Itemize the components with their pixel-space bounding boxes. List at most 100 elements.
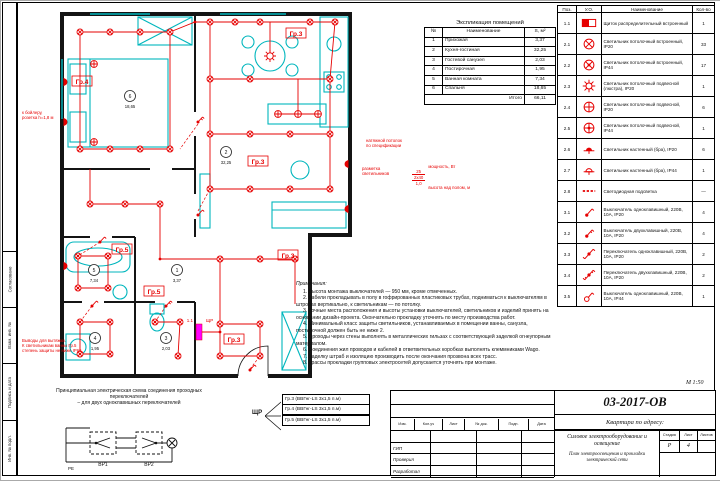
role-label: ГИП <box>391 442 431 454</box>
svg-text:3: 3 <box>165 336 168 342</box>
legend-symbol <box>576 12 602 35</box>
role-cell <box>431 454 477 466</box>
panel-name-label: ЩР <box>206 318 213 323</box>
sheet-label: Лист <box>680 431 698 440</box>
cable-row: Гр.5 (ВВГнг-LS 3х1,5 п.м) <box>282 414 370 426</box>
stamp-cell: Согласовано <box>3 251 16 307</box>
role-row: ГИП <box>391 442 554 455</box>
room-area: 1,95 <box>524 65 556 76</box>
note-item: 4. Минимальный класс защиты светильников… <box>296 321 528 334</box>
role-cell <box>477 454 522 466</box>
revision-header: Дата <box>537 422 546 426</box>
note-item: 5. Проходы через стены выполнять в метал… <box>296 334 551 347</box>
note-item: 6. Соединения жил проводов и кабелей в о… <box>303 347 540 354</box>
room-table-title: Экспликация помещений <box>456 20 524 26</box>
pendant-ip20-icon <box>583 101 595 112</box>
legend-name: Светильник потолочный подвесной, IP44 <box>601 117 693 140</box>
schematic-pe-label: PE <box>68 466 74 471</box>
pass-switch-1-icon <box>582 248 596 259</box>
svg-text:2,03: 2,03 <box>162 346 171 351</box>
role-cell <box>522 443 554 454</box>
legend-name: Переключатель одноклавишный, 220В, 10А, … <box>601 243 693 266</box>
role-cell <box>522 466 554 477</box>
interior-walls <box>62 14 196 376</box>
svg-text:Гр.3: Гр.3 <box>290 31 303 38</box>
revision-header: Подп. <box>499 419 529 430</box>
role-cell <box>522 454 554 465</box>
svg-text:Гр.3: Гр.3 <box>282 253 295 260</box>
legend-col-name: Наименование <box>601 4 693 14</box>
legend-name: Выключатель двухклавишный, 220В, 10А, IP… <box>601 222 693 245</box>
room-explication: Экспликация помещений № Наименование S, … <box>424 20 556 105</box>
room-col-name: Наименование <box>442 27 525 38</box>
role-label <box>391 431 431 442</box>
svg-text:Гр.3: Гр.3 <box>228 337 241 344</box>
distribution-panel <box>195 323 203 341</box>
legend-qty: 4 <box>692 201 715 224</box>
stamp-cell: Взам. инв. № <box>3 307 16 363</box>
svg-text:18,65: 18,65 <box>125 104 136 109</box>
legend-pos: 2.2 <box>557 54 577 77</box>
legend-col-symbol: У.О. <box>576 4 602 14</box>
switch-2-icon <box>585 229 595 238</box>
switch-legs <box>77 123 261 370</box>
legend-symbol <box>576 117 602 140</box>
legend-pos: 3.2 <box>557 222 577 245</box>
chandelier <box>263 49 277 63</box>
sheet-value: 4 <box>680 441 698 452</box>
svg-text:2: 2 <box>225 150 228 156</box>
svg-text:3,37: 3,37 <box>173 278 182 283</box>
panel-label: ЩР <box>252 410 263 416</box>
bath-note: Выводы для вытяжки. К светильникам ванны… <box>22 338 82 354</box>
room-num: 5 <box>424 74 443 86</box>
legend-name: Выключатель одноклавишный, 220В, 10А, IP… <box>601 285 693 308</box>
stamp-label: Инв. № подл. <box>7 434 13 462</box>
role-row <box>391 431 554 443</box>
schematic-caption: Принципиальная электрическая схема соеди… <box>56 388 202 407</box>
room-area: 2,03 <box>524 55 556 67</box>
legend-name: Выключатель одноклавишный, 220В, 10А, IP… <box>601 201 693 224</box>
height-value: 1,0 <box>415 180 422 186</box>
switch-1-icon <box>585 208 595 217</box>
legend-pos: 3.1 <box>557 201 577 224</box>
panel-pos-label: 1.1 <box>187 318 194 323</box>
title-block: 03-2017-ОВ Квартира по адресу: Изм.Кол.у… <box>390 390 716 478</box>
legend-qty: 1 <box>692 117 715 140</box>
legend-row: 3.2 Выключатель двухклавишный, 220В, 10А,… <box>557 222 715 245</box>
room-num: 1 <box>424 36 443 48</box>
legend-symbol <box>576 33 602 56</box>
role-cell <box>477 466 522 477</box>
sconce-ip20-icon <box>583 147 595 154</box>
legend-pos: 2.6 <box>557 138 577 161</box>
legend-symbol <box>576 264 602 287</box>
height-label: высота над полом, м <box>428 185 471 190</box>
stamp-label: Взам. инв. № <box>7 322 12 349</box>
furniture <box>65 16 349 371</box>
legend-symbol <box>576 201 602 224</box>
schematic-box2-label: ВР2 <box>144 462 154 468</box>
room-num: 6 <box>424 84 443 96</box>
pass-switch-2-icon <box>582 269 596 280</box>
role-cell <box>522 431 554 442</box>
role-label: Проверил <box>391 454 431 466</box>
downlight-ip20-icon <box>583 38 595 49</box>
panel-cable-list: ЩР Гр.3 (ВВГнг-LS 3х1,5 п.м)Гр.4 (ВВГнг-… <box>252 394 374 439</box>
legend-symbol <box>576 54 602 77</box>
schematic-box1-label: ВР1 <box>98 462 108 468</box>
role-row: Разработал <box>391 466 554 478</box>
room-name: Спальня <box>442 84 525 96</box>
legend-name: Светильник потолочный подвесной, IP20 <box>601 96 693 119</box>
legend-qty: 6 <box>692 96 715 119</box>
role-cell <box>477 442 522 454</box>
